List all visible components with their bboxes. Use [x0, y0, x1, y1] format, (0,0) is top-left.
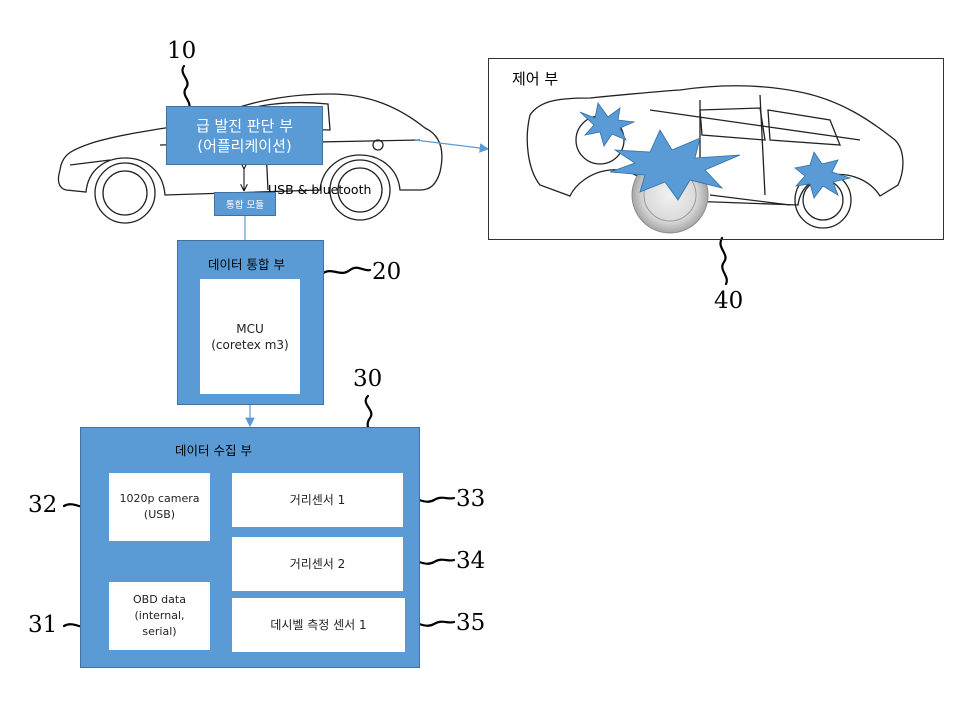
- mcu-box: MCU (coretex m3): [200, 279, 300, 394]
- distance-sensor-1-label: 거리센서 1: [289, 493, 346, 507]
- leader-20: [320, 266, 372, 276]
- control-title: 제어 부: [512, 70, 559, 88]
- ref-30: 30: [353, 366, 383, 392]
- distance-sensor-2-label: 거리센서 2: [289, 557, 346, 571]
- leader-40: [719, 236, 728, 286]
- distance-sensor-1-box: 거리센서 1: [232, 473, 403, 527]
- ref-10: 10: [167, 38, 197, 64]
- app-title: 급 발진 판단 부: [195, 116, 294, 135]
- camera-label: 1020p camera: [119, 492, 200, 505]
- arrow-to-control: [414, 139, 490, 153]
- ref-20: 20: [372, 259, 402, 285]
- distance-sensor-2-box: 거리센서 2: [232, 537, 403, 591]
- module-box: 통합 모듈: [214, 192, 276, 216]
- obd-box: OBD data (internal, serial): [109, 582, 210, 650]
- obd-interface-2: serial): [142, 625, 177, 638]
- integration-title: 데이터 통합 부: [208, 257, 285, 272]
- app-box: 급 발진 판단 부 (어플리케이션): [166, 106, 323, 165]
- connection-label: USB & bluetooth: [268, 182, 372, 197]
- module-label: 통합 모듈: [226, 200, 264, 211]
- decibel-sensor-label: 데시벨 측정 센서 1: [270, 618, 367, 632]
- burst-center: [609, 129, 741, 201]
- ref-33: 33: [456, 486, 486, 512]
- ref-35: 35: [456, 610, 486, 636]
- obd-label: OBD data: [133, 593, 186, 606]
- mcu-model: (coretex m3): [211, 337, 289, 352]
- impact-bursts: [579, 102, 852, 201]
- obd-interface-1: (internal,: [134, 609, 185, 622]
- ref-40: 40: [714, 288, 744, 314]
- collection-title: 데이터 수집 부: [175, 443, 252, 458]
- burst-rear: [794, 151, 852, 199]
- leader-10: [181, 64, 191, 120]
- camera-interface: (USB): [143, 508, 176, 521]
- control-frame: [488, 58, 944, 240]
- mcu-label: MCU: [236, 321, 264, 336]
- ref-31: 31: [28, 612, 58, 638]
- burst-front: [579, 102, 636, 147]
- ref-34: 34: [456, 548, 486, 574]
- decibel-sensor-box: 데시벨 측정 센서 1: [232, 598, 405, 652]
- ref-32: 32: [28, 492, 58, 518]
- camera-box: 1020p camera (USB): [109, 473, 210, 541]
- app-subtitle: (어플리케이션): [197, 136, 292, 155]
